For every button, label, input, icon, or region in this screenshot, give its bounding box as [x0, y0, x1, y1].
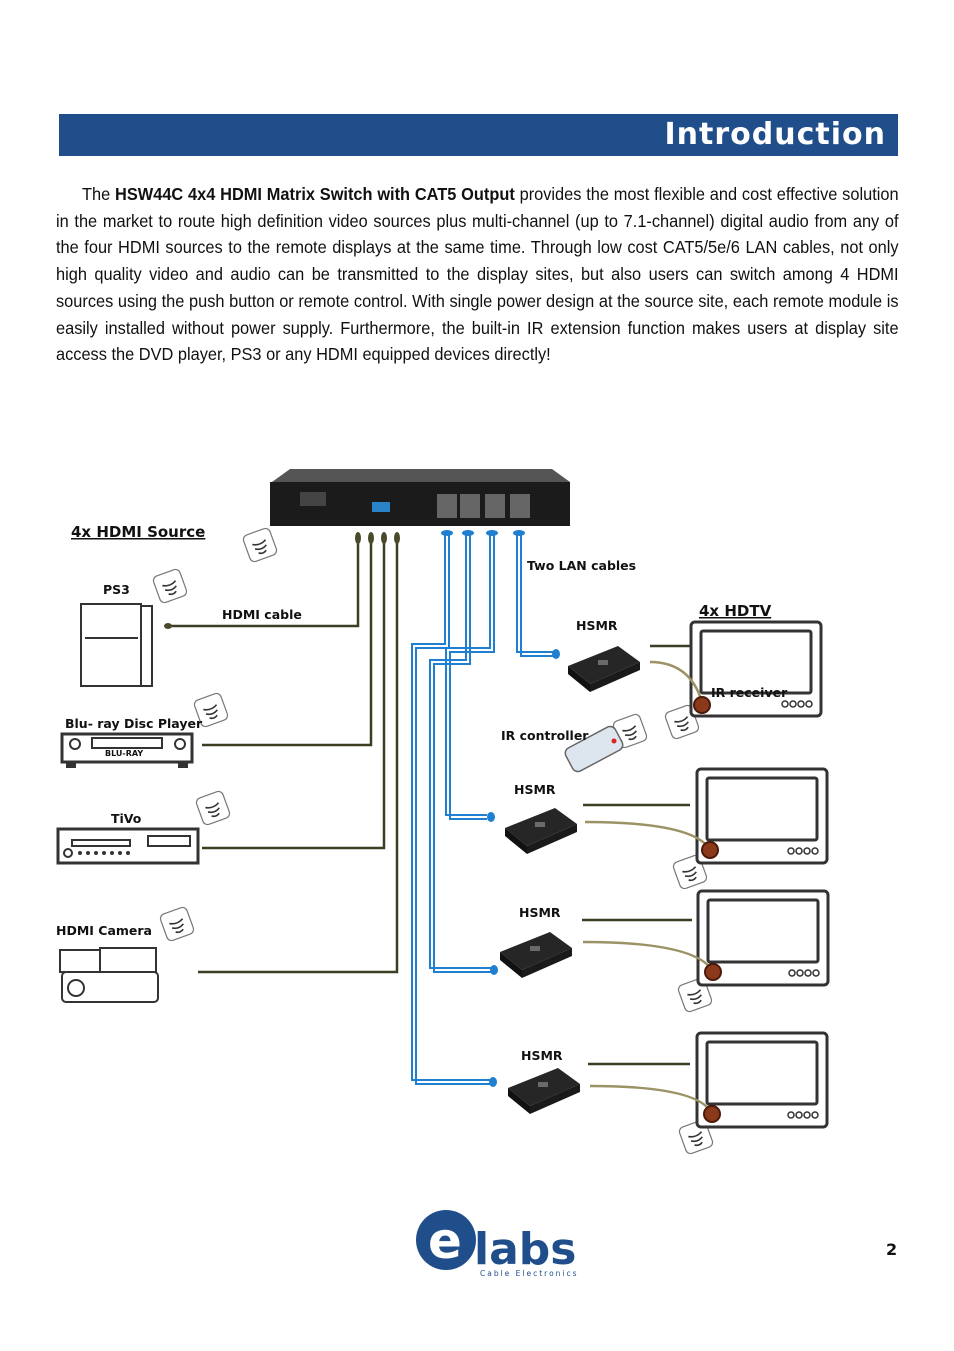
lan-cables	[411, 533, 553, 1085]
hsmr-label-2: HSMR	[514, 782, 556, 797]
ir-receiver-eyes	[693, 696, 722, 1123]
hdmi-cables	[168, 538, 399, 974]
bluray-label: BLU-RAY	[105, 749, 143, 758]
matrix-switch	[270, 469, 570, 526]
lan-cables-label: Two LAN cables	[527, 558, 636, 573]
section-title: Introduction	[664, 117, 886, 152]
ir-receiver-label: IR receiver	[711, 685, 788, 700]
section-banner: Introduction	[59, 114, 898, 156]
intro-paragraph: The HSW44C 4x4 HDMI Matrix Switch with C…	[56, 181, 899, 368]
hsmr-label-3: HSMR	[519, 905, 561, 920]
hdmi-plugs	[355, 532, 400, 544]
hsmr-label-4: HSMR	[521, 1048, 563, 1063]
ir-controller-label: IR controller	[501, 728, 589, 743]
source-heading: 4x HDMI Source	[71, 523, 205, 541]
logo-word: labs	[474, 1224, 576, 1275]
page-number: 2	[886, 1240, 898, 1259]
display-heading: 4x HDTV	[699, 602, 772, 620]
source-label-ps3: PS3	[103, 582, 130, 597]
bluray-player: BLU-RAY	[60, 732, 194, 768]
source-label-camera: HDMI Camera	[56, 923, 152, 938]
hsmr-receivers	[500, 646, 640, 1114]
ir-remote-icon	[564, 725, 624, 773]
display-hdmi-cables	[582, 644, 692, 1066]
logo-tagline: Cable Electronics	[480, 1269, 579, 1278]
elabs-logo: e labs Cable Electronics	[416, 1210, 579, 1278]
tivo-device	[56, 827, 200, 865]
source-label-tivo: TiVo	[111, 811, 142, 826]
ps3-device	[80, 603, 172, 687]
hdmi-camera	[59, 947, 159, 1003]
product-name: HSW44C 4x4 HDMI Matrix Switch with CAT5 …	[115, 184, 515, 204]
lan-plugs	[441, 530, 560, 1087]
intro-body: provides the most flexible and cost effe…	[56, 184, 899, 365]
source-label-bluray: Blu- ray Disc Player	[65, 716, 203, 731]
logo-mark: e	[428, 1212, 462, 1270]
hdmi-cable-label: HDMI cable	[222, 607, 302, 622]
hsmr-label-1: HSMR	[576, 618, 618, 633]
intro-lead: The	[82, 184, 116, 204]
